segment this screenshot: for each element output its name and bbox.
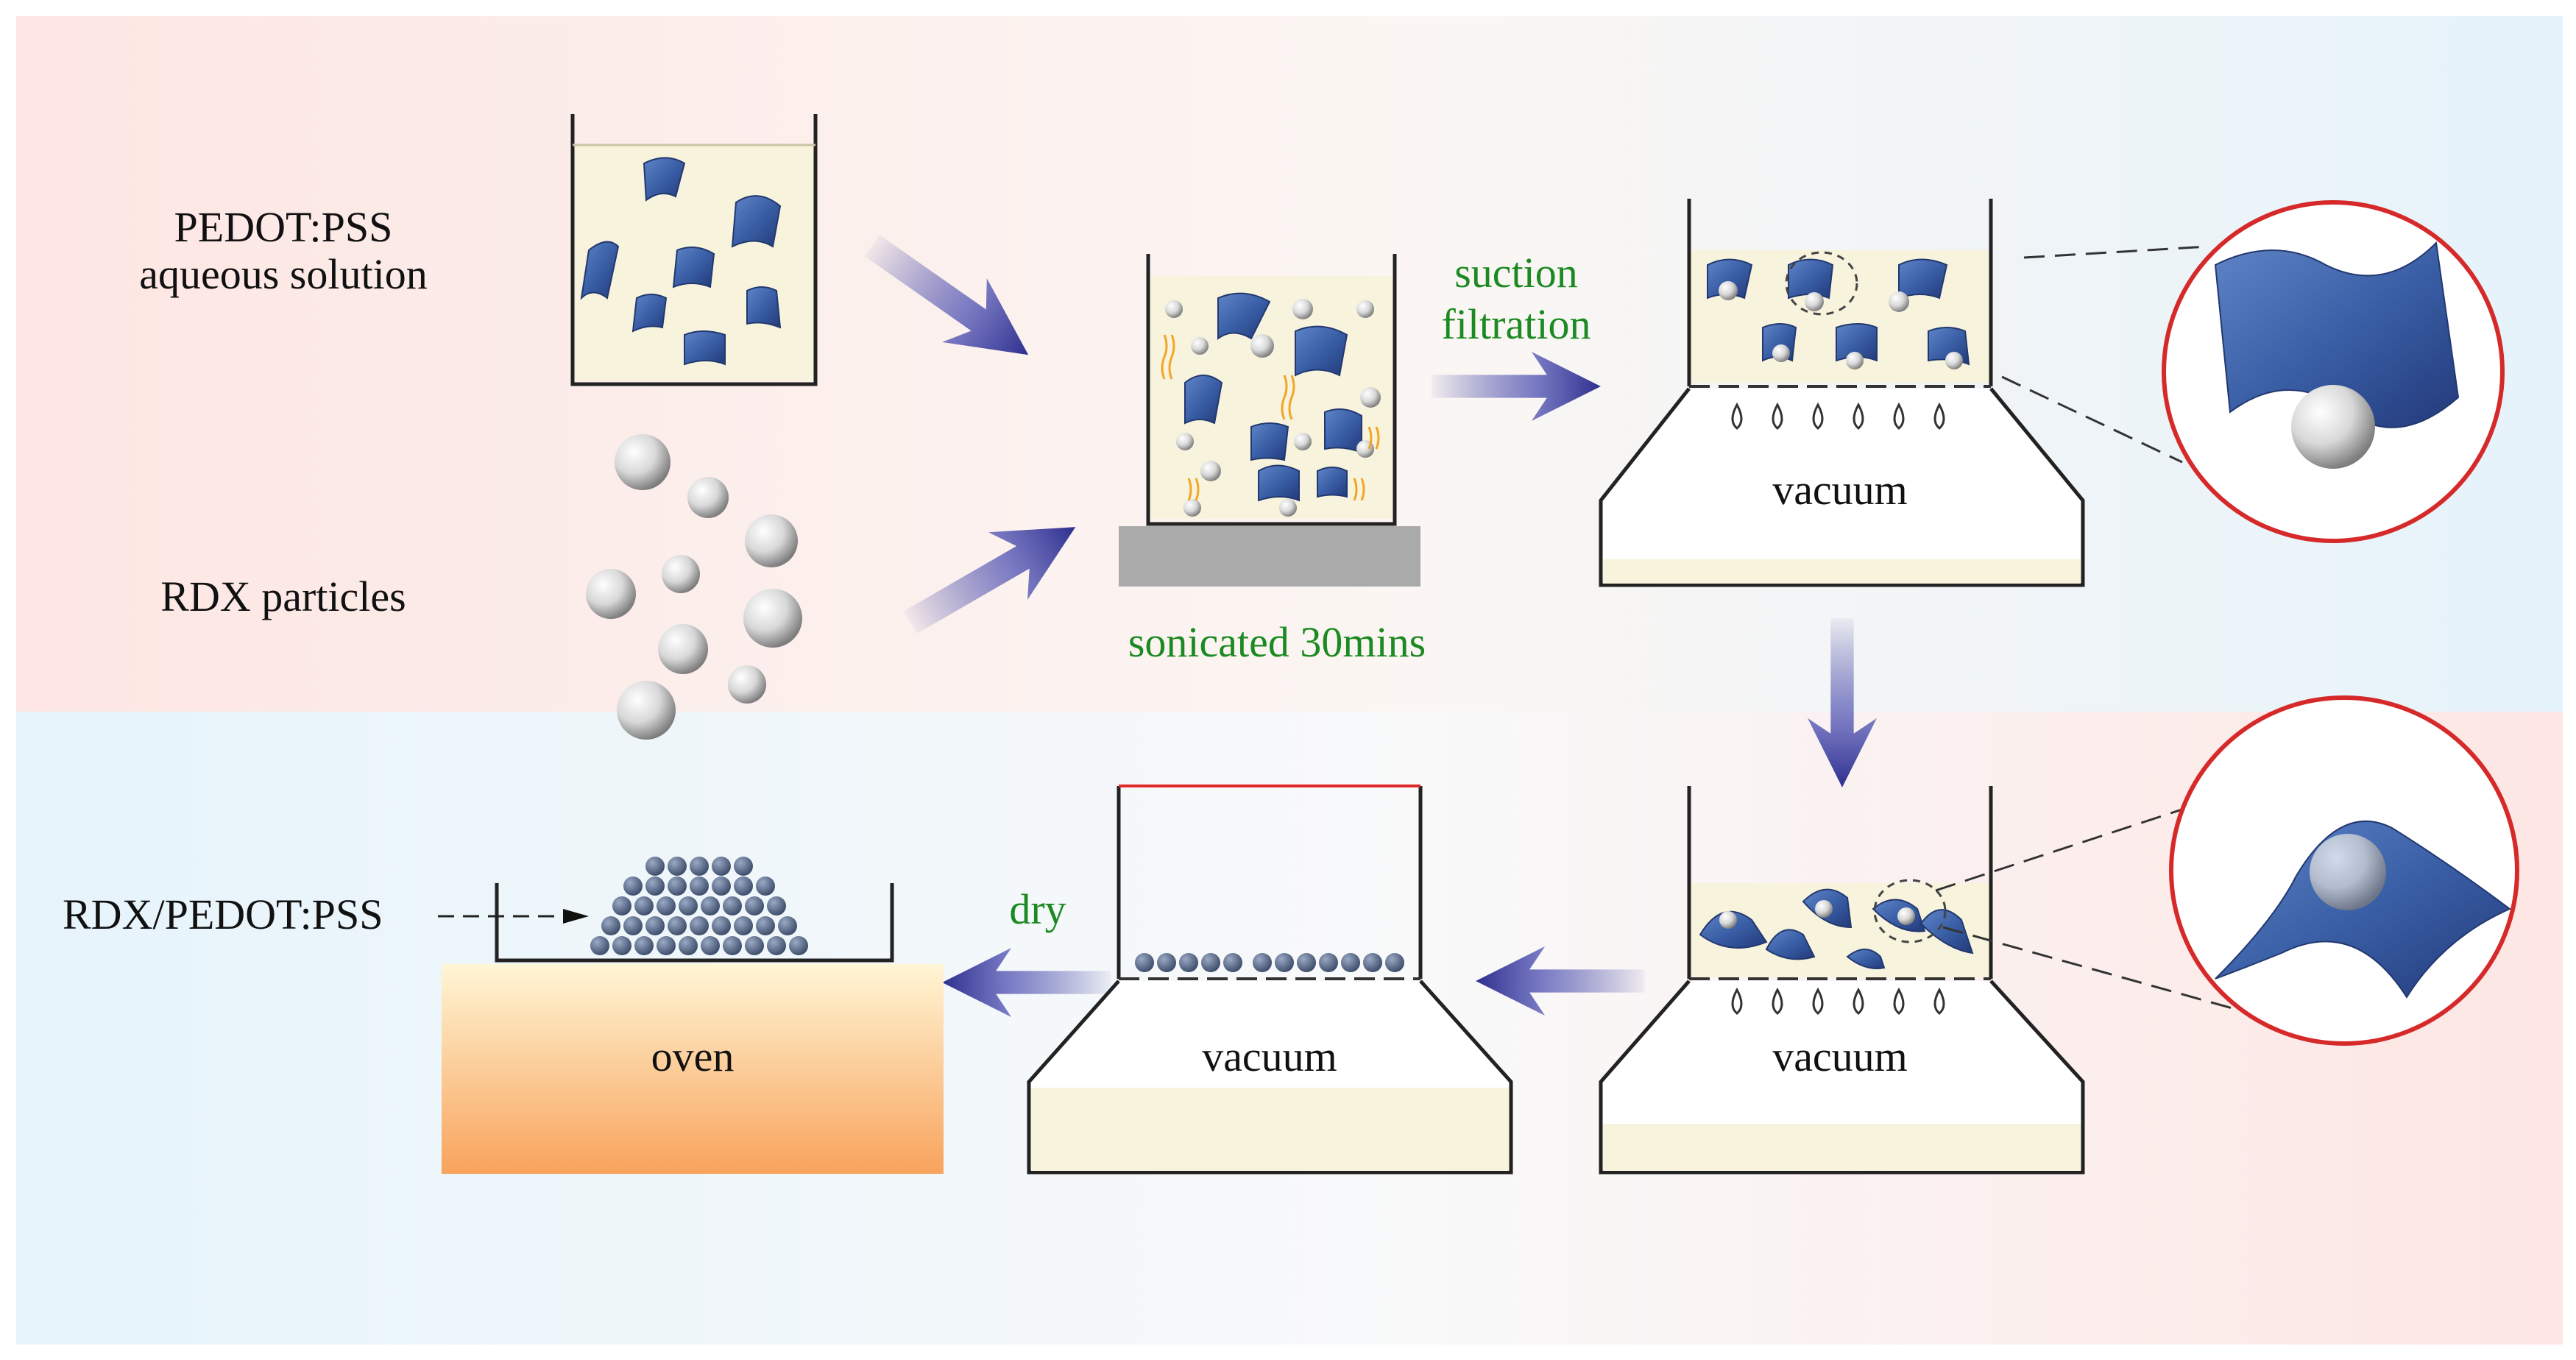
- rdx-label: RDX particles: [160, 573, 406, 620]
- vacuum-label-mid: vacuum: [1202, 1033, 1337, 1080]
- sonicated-label: sonicated 30mins: [1128, 618, 1426, 666]
- filtration-flask-top: [1599, 199, 2085, 587]
- filtration-flask-bottom-middle: [1027, 785, 1513, 1175]
- magnifier-bottom: [1935, 695, 2519, 1046]
- oven: [442, 857, 944, 1174]
- product-label: RDX/PEDOT:PSS: [63, 890, 383, 938]
- magnifier-top: [2001, 200, 2505, 543]
- dry-label: dry: [1009, 885, 1066, 933]
- oven-label: oven: [651, 1033, 735, 1080]
- filtration-flask-bottom-right: [1599, 786, 2085, 1175]
- vacuum-label-bottom-right: vacuum: [1772, 1033, 1908, 1080]
- suction-label-line2: filtration: [1442, 300, 1591, 348]
- rdx-particles: [586, 434, 802, 740]
- suction-label-line1: suction: [1454, 249, 1578, 297]
- product-pointer: [438, 909, 589, 924]
- pedot-beaker: [570, 114, 818, 386]
- pedot-label-line2: aqueous solution: [139, 250, 427, 298]
- sonication-beaker: [1119, 254, 1420, 587]
- vacuum-label-top: vacuum: [1772, 466, 1908, 514]
- pedot-label-line1: PEDOT:PSS: [174, 203, 393, 251]
